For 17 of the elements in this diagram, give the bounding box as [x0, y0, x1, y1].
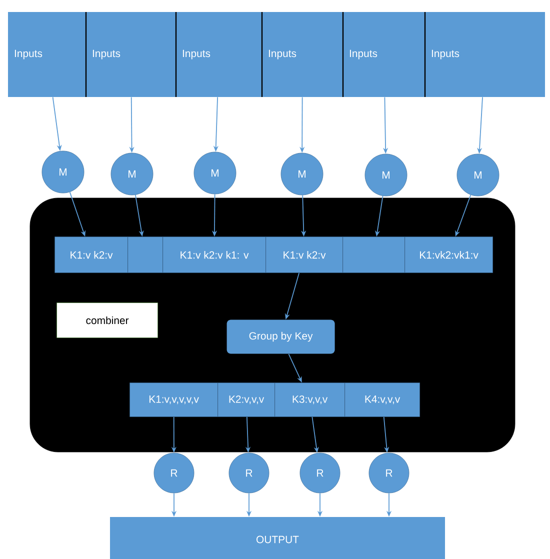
key-value-box: K1:v k2:v — [266, 236, 343, 273]
key-value-box — [342, 236, 405, 273]
grouped-key-box: K3:v,v,v — [274, 382, 345, 417]
input-box: Inputs — [176, 12, 262, 97]
grouped-key-box: K2:v,v,v — [218, 382, 275, 417]
combiner-box: combiner — [56, 302, 158, 338]
group-by-key-box: Group by Key — [226, 320, 335, 354]
key-value-box: K1:vk2:vk1:v — [404, 236, 493, 273]
input-box: Inputs — [262, 12, 343, 97]
input-box: Inputs — [343, 12, 425, 97]
grouped-key-box: K1:v,v,v,v,v — [130, 382, 218, 417]
output-box: OUTPUT — [110, 517, 445, 559]
key-value-box — [128, 236, 163, 273]
input-box: Inputs — [8, 12, 86, 97]
grouped-key-box: K4:v,v,v — [344, 382, 420, 417]
input-box: Inputs — [86, 12, 176, 97]
input-box: Inputs — [425, 12, 545, 97]
